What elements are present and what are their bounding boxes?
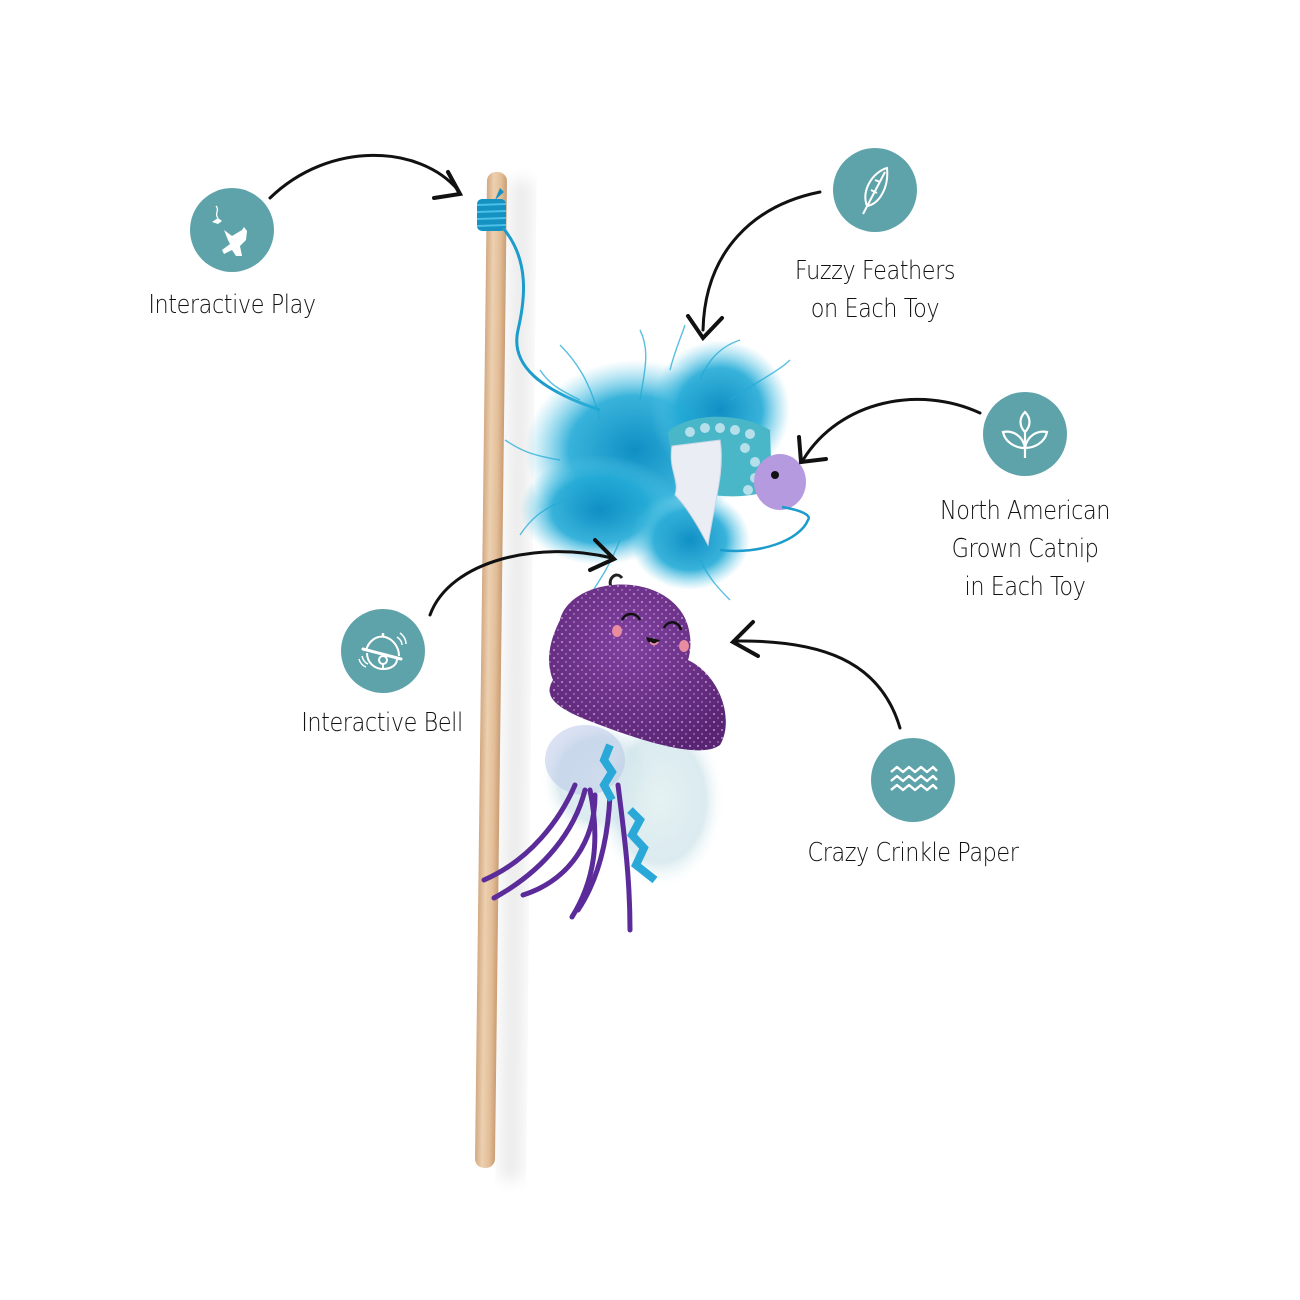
wooden-stick	[475, 171, 507, 1168]
label-text: Interactive Bell	[301, 708, 463, 738]
arrow-catnip	[797, 397, 982, 465]
arrow-crinkle-paper	[729, 620, 902, 730]
stick-shadow	[499, 179, 533, 1181]
jellyfish-toy	[481, 573, 726, 933]
label-line: Grown Catnip	[951, 534, 1099, 564]
fish-head	[754, 454, 806, 510]
feature-label-interactive-play: Interactive Play	[129, 286, 335, 324]
sprout-icon	[1001, 410, 1049, 458]
fish-fin	[670, 439, 722, 547]
feature-icon-interactive-play	[190, 188, 274, 272]
feature-icon-fuzzy-feathers	[833, 148, 917, 232]
label-text: Crazy Crinkle Paper	[807, 838, 1019, 868]
cat-playing-icon	[212, 205, 247, 256]
feature-label-interactive-bell: Interactive Bell	[279, 704, 485, 742]
label-line: in Each Toy	[964, 572, 1086, 602]
feature-icon-catnip	[983, 392, 1067, 476]
arrow-interactive-play	[268, 153, 464, 200]
fish-toy	[504, 324, 811, 601]
label-line: North American	[939, 496, 1111, 526]
jellyfish-face	[612, 612, 689, 652]
label-text: Interactive Play	[148, 290, 316, 320]
annotation-arrows	[268, 153, 982, 730]
fish-eye	[771, 471, 779, 479]
arrow-fuzzy-feathers	[686, 190, 822, 342]
waves-icon	[890, 765, 938, 792]
feature-label-catnip: North American Grown Catnip in Each Toy	[922, 492, 1128, 606]
feature-icon-crinkle-paper	[871, 738, 955, 822]
feature-label-fuzzy-feathers: Fuzzy Feathers on Each Toy	[772, 252, 978, 328]
arrow-interactive-bell	[428, 538, 618, 617]
feather-icon	[862, 166, 889, 215]
label-line: on Each Toy	[810, 294, 940, 324]
bell-icon	[358, 632, 407, 671]
cord-wrap	[476, 188, 507, 231]
label-line: Fuzzy Feathers	[794, 256, 956, 286]
feature-icon-interactive-bell	[341, 609, 425, 693]
feature-label-crinkle-paper: Crazy Crinkle Paper	[784, 834, 1042, 872]
